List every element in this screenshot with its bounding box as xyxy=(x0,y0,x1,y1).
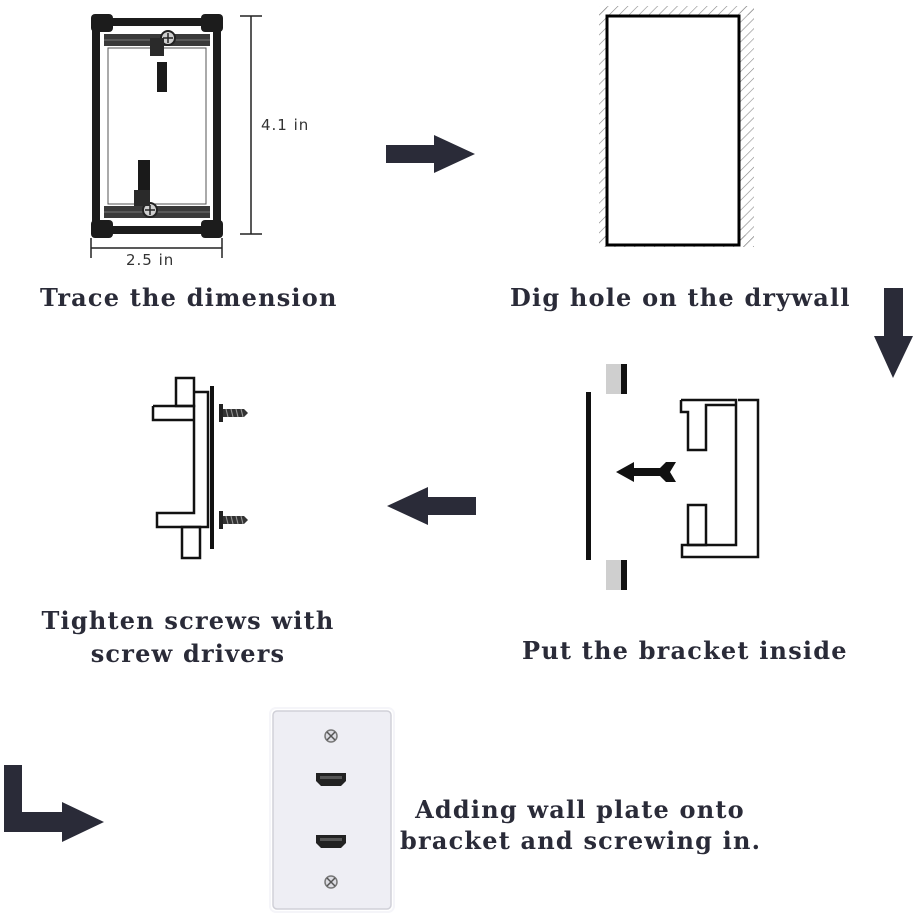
step-plate-caption-line1: Adding wall plate onto xyxy=(415,795,745,824)
screw-icon xyxy=(324,729,338,743)
step-tighten-caption-line2: screw drivers xyxy=(90,639,286,668)
screw-icon xyxy=(219,511,248,529)
step-plate-caption-line2: bracket and screwing in. xyxy=(400,826,762,855)
step-put-caption: Put the bracket inside xyxy=(522,636,848,665)
width-dimension-line xyxy=(90,238,223,258)
width-label: 2.5 in xyxy=(126,251,175,269)
hdmi-port-icon xyxy=(316,835,346,848)
step-dig-caption: Dig hole on the drywall xyxy=(510,283,851,312)
wall-plate-illustration xyxy=(269,707,395,913)
corner-arrow-icon xyxy=(4,765,104,842)
height-label: 4.1 in xyxy=(261,116,310,134)
drywall-hole-illustration xyxy=(599,6,754,247)
height-dimension-line xyxy=(240,15,262,235)
arrow-right-icon xyxy=(386,135,475,173)
arrow-left-icon xyxy=(387,487,476,525)
screw-icon xyxy=(324,875,338,889)
bracket-insert-illustration xyxy=(586,364,760,590)
bracket-illustration xyxy=(91,14,223,238)
hdmi-port-icon xyxy=(316,773,346,786)
screw-icon xyxy=(219,404,248,422)
step-trace-caption: Trace the dimension xyxy=(40,283,338,312)
tighten-screws-illustration xyxy=(151,376,248,560)
step-tighten-caption-line1: Tighten screws with xyxy=(41,606,335,635)
arrow-down-icon xyxy=(874,288,913,378)
